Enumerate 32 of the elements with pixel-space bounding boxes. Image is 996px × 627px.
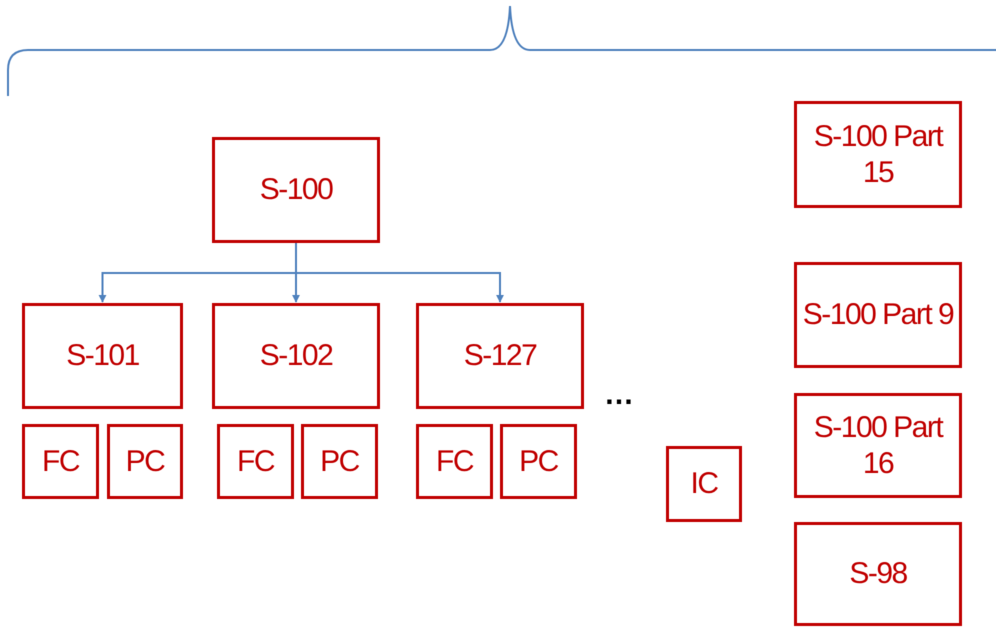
standard-box [212, 303, 380, 409]
box-label: S-127 [464, 338, 536, 374]
box-label: PC [126, 444, 164, 480]
standard-box [301, 424, 378, 499]
standard-box [500, 424, 577, 499]
box-label: FC [237, 444, 274, 480]
box-label: S-98 [849, 556, 907, 592]
standard-box [217, 424, 294, 499]
box-label: S-102 [260, 338, 332, 374]
box-label: FC [42, 444, 79, 480]
box-label: S-101 [66, 338, 139, 374]
box-label: S-100 Part 9 [802, 297, 954, 333]
ellipsis: … [604, 378, 634, 412]
box-label: IC [690, 466, 718, 502]
box-label: S-100 Part 16 [812, 410, 944, 482]
arrow [295, 243, 504, 303]
box-label: PC [320, 444, 359, 480]
box-label: PC [519, 444, 558, 480]
standard-box [107, 424, 183, 499]
standard-box [22, 424, 99, 499]
box-label: S-100 [260, 172, 332, 208]
box-label: S-100 Part 15 [812, 118, 944, 190]
box-label: FC [436, 444, 473, 480]
standard-box [212, 137, 380, 243]
standard-box [22, 303, 183, 409]
standard-box [794, 393, 962, 498]
standard-box [794, 262, 962, 368]
standard-box [794, 101, 962, 208]
standard-box [416, 303, 584, 409]
standard-box [416, 424, 493, 499]
standard-box [794, 522, 962, 626]
standard-box [666, 446, 742, 522]
